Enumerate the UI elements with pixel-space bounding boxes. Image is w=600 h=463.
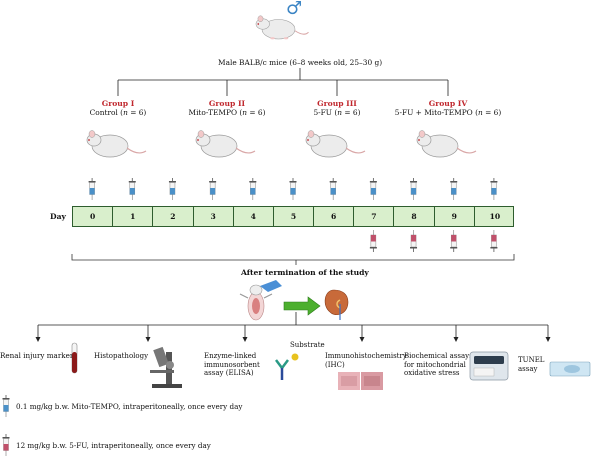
tunel-slide-icon [549, 361, 591, 377]
syringe-icon [410, 230, 418, 252]
legend-5fu-syringe-icon [2, 434, 10, 456]
mito-syringes [88, 178, 498, 252]
syringe-icon [450, 230, 458, 252]
group-mouse-icon [416, 130, 477, 158]
mice-label: Male BALB/c mice (6–8 weeks old, 25–30 g… [218, 58, 383, 67]
group-desc: 5-FU (n = 6) [313, 108, 361, 117]
syringe-icon [249, 178, 257, 200]
termination-label: After termination of the study [241, 268, 369, 277]
group-mouse-icon [86, 130, 147, 158]
group-3: Group III 5-FU (n = 6) [287, 99, 392, 117]
dissection-illustration [239, 280, 349, 321]
syringe-icon [209, 178, 217, 200]
syringe-icon [450, 178, 458, 200]
green-arrow-icon [283, 296, 321, 316]
group-2: Group II Mito-TEMPO (n = 6) [177, 99, 282, 117]
timeline-bracket [71, 254, 515, 265]
substrate-label: Substrate [290, 341, 325, 349]
outcome-histopathology: Histopathology [94, 352, 149, 360]
syringe-icon [2, 395, 10, 417]
day-cell: 0 [73, 207, 114, 226]
kidney-icon [324, 289, 349, 315]
syringe-icon [168, 178, 176, 200]
group-title: Group II [208, 99, 246, 108]
syringe-icon [369, 230, 377, 252]
group-title: Group I [101, 99, 135, 108]
day-cell: 2 [153, 207, 194, 226]
day-cell: 4 [234, 207, 274, 226]
syringe-icon [289, 178, 297, 200]
legend-mito-label: 0.1 mg/kg b.w. Mito-TEMPO, intraperitone… [16, 402, 243, 411]
day-label: Day [50, 212, 66, 221]
syringe-icon [490, 230, 498, 252]
legend-5fu-label: 12 mg/kg b.w. 5-FU, intraperitoneally, o… [16, 441, 211, 450]
ihc-tissue-icon [338, 372, 383, 390]
group-desc: Mito-TEMPO (n = 6) [188, 108, 266, 117]
group-mouse-icon [195, 130, 256, 158]
syringe-icon [329, 178, 337, 200]
syringe-icon [88, 178, 96, 200]
blood-tube-icon [71, 342, 78, 374]
day-cell: 8 [394, 207, 435, 226]
group-title: Group III [317, 99, 357, 108]
day-cell: 9 [435, 207, 475, 226]
male-symbol: ♂ [286, 0, 303, 19]
day-cell: 7 [354, 207, 395, 226]
outcome-ihc: Immunohistochemistry(IHC) [325, 352, 407, 369]
syringe-icon [410, 178, 418, 200]
group-desc: Control (n = 6) [89, 108, 147, 117]
syringe-icon [369, 178, 377, 200]
group-4: Group IV 5-FU + Mito-TEMPO (n = 6) [395, 99, 503, 117]
day-cell: 10 [489, 212, 501, 221]
group-connector [117, 68, 449, 96]
day-cell: 5 [274, 207, 315, 226]
day-cell: 3 [194, 207, 234, 226]
syringe-icon [128, 178, 136, 200]
group-mouse-icon [305, 130, 366, 158]
syringe-icon [2, 434, 10, 456]
syringe-icon [490, 178, 498, 200]
top-mouse [250, 10, 310, 48]
outcome-renal: Renal injury markers [0, 351, 77, 360]
microscope-icon [150, 346, 182, 388]
group-1: Group I Control (n = 6) [68, 99, 173, 117]
day-cell: 6 [314, 207, 355, 226]
plate-reader-icon [469, 351, 509, 381]
group-title: Group IV [428, 99, 468, 108]
antibody-icon [275, 353, 299, 380]
legend-mito-syringe-icon [2, 395, 10, 417]
day-cell: 1 [113, 207, 154, 226]
group-mice [86, 130, 477, 158]
group-desc: 5-FU + Mito-TEMPO (n = 6) [394, 108, 502, 117]
